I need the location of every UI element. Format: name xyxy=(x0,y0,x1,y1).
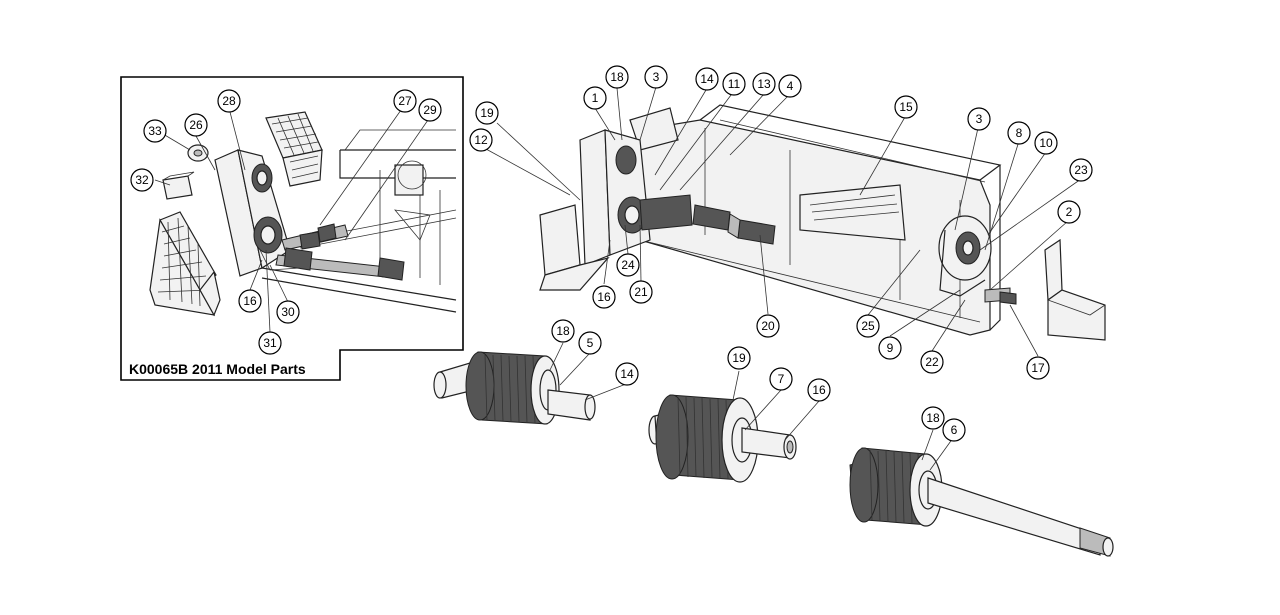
callout-main-3-left: 3 xyxy=(644,65,668,89)
inset-small-parts xyxy=(162,144,209,200)
svg-text:24: 24 xyxy=(621,258,635,272)
callout-main-4: 4 xyxy=(778,74,802,98)
svg-text:16: 16 xyxy=(812,383,826,397)
svg-text:16: 16 xyxy=(243,294,257,308)
callout-roller-18-b: 18 xyxy=(921,406,945,430)
svg-text:3: 3 xyxy=(976,112,983,126)
callout-main-9: 9 xyxy=(878,336,902,360)
svg-text:12: 12 xyxy=(474,133,488,147)
callout-inset-31: 31 xyxy=(258,331,282,355)
svg-text:6: 6 xyxy=(951,423,958,437)
svg-text:17: 17 xyxy=(1031,361,1045,375)
callout-main-2: 2 xyxy=(1057,200,1081,224)
callout-main-13: 13 xyxy=(752,72,776,96)
callout-main-17: 17 xyxy=(1026,356,1050,380)
callout-main-19: 19 xyxy=(475,101,499,125)
svg-text:22: 22 xyxy=(925,355,939,369)
inset-belt-housing xyxy=(214,149,291,277)
callout-inset-26: 26 xyxy=(184,113,208,137)
callout-inset-16: 16 xyxy=(238,289,262,313)
callout-roller-14: 14 xyxy=(615,362,639,386)
svg-text:18: 18 xyxy=(610,70,624,84)
callout-main-16: 16 xyxy=(592,285,616,309)
callout-roller-19: 19 xyxy=(727,346,751,370)
svg-text:4: 4 xyxy=(787,79,794,93)
callout-inset-27: 27 xyxy=(393,89,417,113)
svg-text:7: 7 xyxy=(778,372,785,386)
callout-inset-32: 32 xyxy=(130,168,154,192)
svg-text:26: 26 xyxy=(189,118,203,132)
svg-text:10: 10 xyxy=(1039,136,1053,150)
svg-text:16: 16 xyxy=(597,290,611,304)
callout-inset-29: 29 xyxy=(418,98,442,122)
svg-text:33: 33 xyxy=(148,124,162,138)
inset-frame xyxy=(261,129,457,313)
callout-roller-7: 7 xyxy=(769,367,793,391)
svg-text:30: 30 xyxy=(281,305,295,319)
callout-main-14: 14 xyxy=(695,67,719,91)
callout-roller-16: 16 xyxy=(807,378,831,402)
callout-main-23: 23 xyxy=(1069,158,1093,182)
svg-text:19: 19 xyxy=(480,106,494,120)
callout-roller-5: 5 xyxy=(578,331,602,355)
callout-inset-33: 33 xyxy=(143,119,167,143)
callout-main-25: 25 xyxy=(856,314,880,338)
main-assembly xyxy=(539,104,1106,341)
callout-main-12: 12 xyxy=(469,128,493,152)
callout-main-10: 10 xyxy=(1034,131,1058,155)
svg-text:5: 5 xyxy=(587,336,594,350)
callout-roller-18-a: 18 xyxy=(551,319,575,343)
callout-inset-30: 30 xyxy=(276,300,300,324)
svg-text:20: 20 xyxy=(761,319,775,333)
svg-text:1: 1 xyxy=(592,91,599,105)
svg-text:8: 8 xyxy=(1016,126,1023,140)
leader-lines xyxy=(154,86,1082,471)
callouts: 28 27 29 33 26 32 16 30 31 18 3 14 11 13… xyxy=(130,65,1093,442)
roller-3 xyxy=(849,447,1114,557)
callout-main-1: 1 xyxy=(583,86,607,110)
svg-text:11: 11 xyxy=(728,77,741,91)
callout-main-15: 15 xyxy=(894,95,918,119)
roller-1 xyxy=(433,351,596,425)
callout-inset-28: 28 xyxy=(217,89,241,113)
inset-panel: K00065B 2011 Model Parts xyxy=(120,76,464,381)
svg-text:19: 19 xyxy=(732,351,746,365)
svg-text:3: 3 xyxy=(653,70,660,84)
svg-text:25: 25 xyxy=(861,319,875,333)
svg-text:9: 9 xyxy=(887,341,894,355)
inset-grid-plate-top xyxy=(265,111,323,187)
inset-grid-plate-bottom xyxy=(149,211,221,317)
svg-text:29: 29 xyxy=(423,103,437,117)
callout-main-11: 11 xyxy=(722,72,746,96)
svg-text:18: 18 xyxy=(926,411,940,425)
svg-text:27: 27 xyxy=(398,94,412,108)
callout-main-8: 8 xyxy=(1007,121,1031,145)
callout-main-18: 18 xyxy=(605,65,629,89)
svg-text:21: 21 xyxy=(634,285,648,299)
svg-text:18: 18 xyxy=(556,324,570,338)
svg-text:2: 2 xyxy=(1066,205,1073,219)
inset-drive-shafts xyxy=(259,223,405,281)
svg-text:14: 14 xyxy=(700,72,714,86)
callout-main-3-right: 3 xyxy=(967,107,991,131)
svg-text:14: 14 xyxy=(620,367,634,381)
callout-main-22: 22 xyxy=(920,350,944,374)
roller-2 xyxy=(648,394,797,483)
svg-text:28: 28 xyxy=(222,94,236,108)
callout-main-20: 20 xyxy=(756,314,780,338)
svg-text:31: 31 xyxy=(263,336,277,350)
callout-main-24: 24 xyxy=(616,253,640,277)
inset-caption: K00065B 2011 Model Parts xyxy=(129,361,306,377)
svg-text:15: 15 xyxy=(899,100,913,114)
callout-main-21: 21 xyxy=(629,280,653,304)
svg-text:32: 32 xyxy=(135,173,149,187)
callout-roller-6: 6 xyxy=(942,418,966,442)
svg-text:23: 23 xyxy=(1074,163,1088,177)
svg-text:13: 13 xyxy=(757,77,771,91)
